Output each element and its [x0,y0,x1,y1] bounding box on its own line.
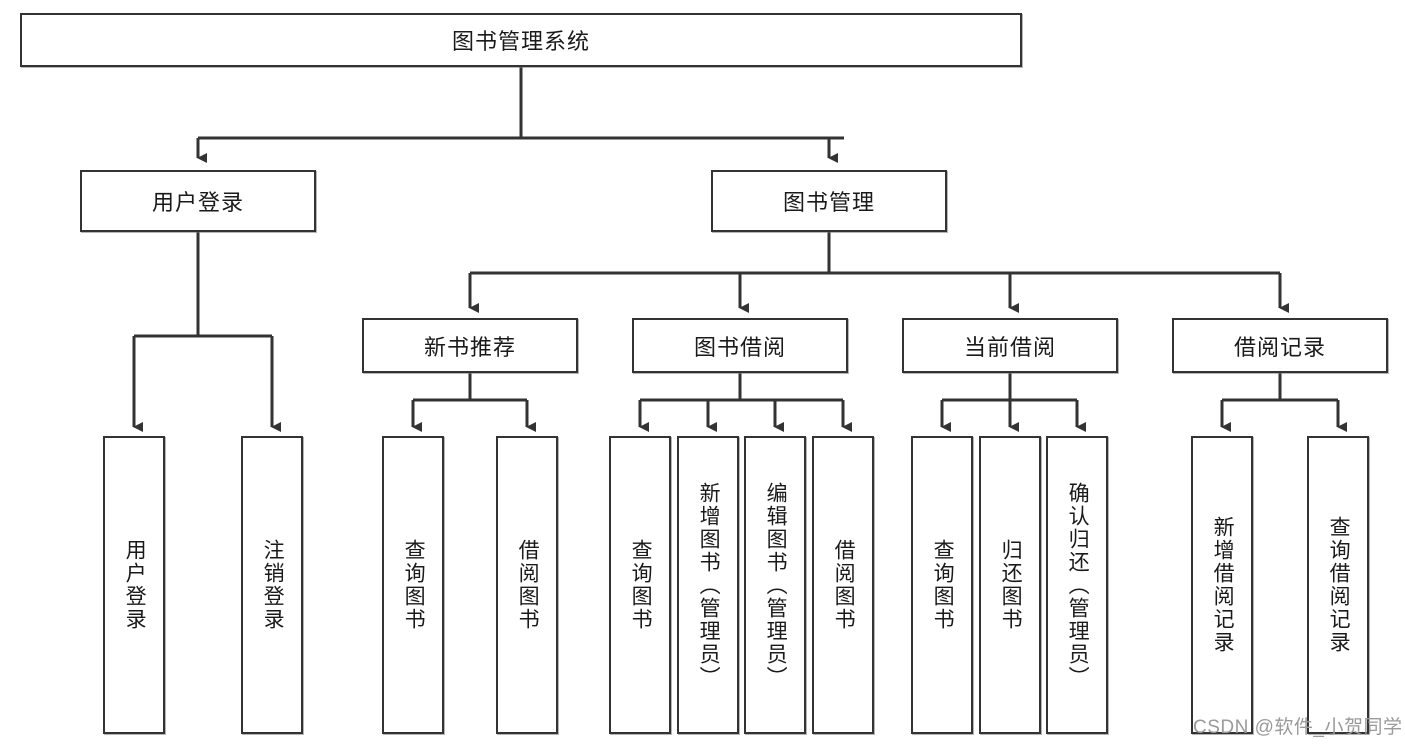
node-label: 图书管理 [782,190,875,215]
node-label: 新增借阅记录 [1211,516,1235,654]
leaf-current-confirm-return-admin[interactable]: 确认归还（管理员） [1046,436,1108,734]
node-label: 确认归还（管理员） [1066,481,1090,689]
node-current-borrow[interactable]: 当前借阅 [902,318,1118,373]
node-label: 注销登录 [261,539,285,631]
node-label: 图书管理系统 [451,29,590,54]
node-label: 借阅图书 [516,539,540,631]
node-book-borrow[interactable]: 图书借阅 [632,318,848,373]
node-label: 借阅图书 [832,539,856,631]
leaf-borrow-add-book-admin[interactable]: 新增图书（管理员） [677,436,739,734]
node-label: 查询图书 [931,539,955,631]
node-label: 查询图书 [629,539,653,631]
leaf-borrow-edit-book-admin[interactable]: 编辑图书（管理员） [744,436,806,734]
node-label: 图书借阅 [693,334,786,360]
node-user-login[interactable]: 用户登录 [80,170,316,232]
node-book-management[interactable]: 图书管理 [711,170,947,232]
node-new-book-recommend[interactable]: 新书推荐 [362,318,578,373]
leaf-record-add-record[interactable]: 新增借阅记录 [1191,436,1253,734]
node-label: 编辑图书（管理员） [764,481,788,689]
leaf-record-query-record[interactable]: 查询借阅记录 [1307,436,1369,734]
node-label: 新增图书（管理员） [697,481,721,689]
node-label: 用户登录 [151,190,244,215]
leaf-borrow-query-book[interactable]: 查询图书 [609,436,671,734]
node-label: 用户登录 [123,539,147,631]
node-label: 查询图书 [402,539,426,631]
node-label: 查询借阅记录 [1327,516,1351,654]
node-label: 新书推荐 [423,334,516,360]
leaf-user-login-logout[interactable]: 注销登录 [241,436,303,734]
node-label: 借阅记录 [1233,334,1326,360]
node-label: 当前借阅 [963,334,1056,360]
leaf-current-return-book[interactable]: 归还图书 [979,436,1041,734]
node-borrow-record[interactable]: 借阅记录 [1172,318,1388,373]
node-root-system[interactable]: 图书管理系统 [20,13,1022,67]
leaf-current-query-book[interactable]: 查询图书 [911,436,973,734]
leaf-user-login-login[interactable]: 用户登录 [103,436,165,734]
leaf-borrow-borrow-book[interactable]: 借阅图书 [812,436,874,734]
leaf-recommend-query-book[interactable]: 查询图书 [382,436,444,734]
leaf-recommend-borrow-book[interactable]: 借阅图书 [496,436,558,734]
node-label: 归还图书 [999,539,1023,631]
